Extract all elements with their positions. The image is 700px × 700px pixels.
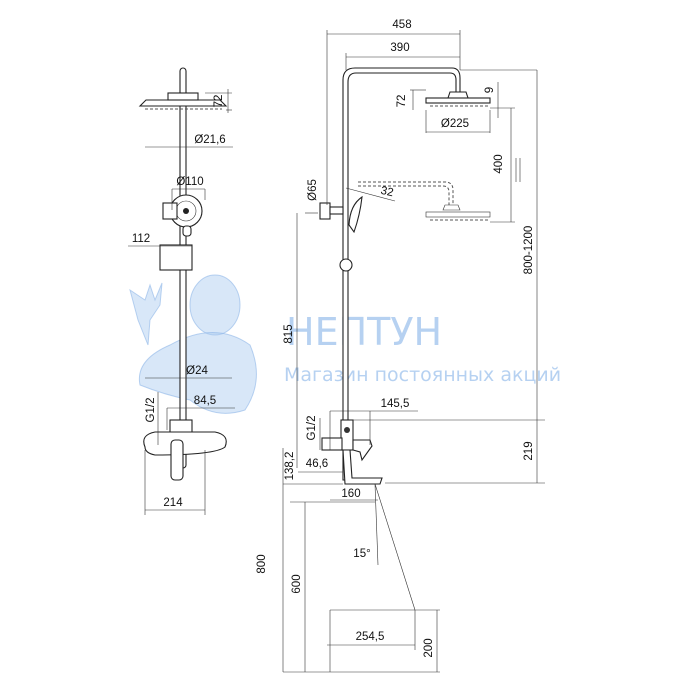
side-dim-flange-diameter: Ø65 bbox=[307, 179, 319, 201]
side-dim-spout-height: 138,2 bbox=[284, 452, 296, 481]
front-dim-holder-offset: 112 bbox=[132, 233, 150, 245]
side-dim-bath-height: 600 bbox=[291, 574, 303, 593]
front-dim-head-height: 72 bbox=[213, 95, 225, 108]
side-dim-wall-offset: 46,6 bbox=[306, 458, 328, 470]
side-dim-head-thickness: 9 bbox=[484, 87, 496, 93]
watermark-slogan: Магазин постоянных акций bbox=[284, 364, 561, 386]
front-dim-pipe-diameter: Ø21,6 bbox=[194, 134, 225, 146]
front-dim-thread: G1/2 bbox=[145, 398, 157, 423]
side-dim-head-diameter: Ø225 bbox=[441, 118, 469, 130]
front-dim-mixer-width: 214 bbox=[163, 497, 183, 509]
side-dim-stream-height: 200 bbox=[423, 638, 435, 657]
front-dim-hand-shower-diameter: Ø110 bbox=[176, 176, 203, 188]
side-dim-height-range: 800-1200 bbox=[523, 226, 535, 275]
front-dim-lower-pipe-diameter: Ø24 bbox=[186, 365, 208, 377]
watermark-brand: НЕПТУН bbox=[286, 310, 442, 354]
side-dim-overall-reach: 458 bbox=[392, 19, 411, 31]
side-view bbox=[282, 30, 545, 673]
side-dim-spout-reach: 160 bbox=[341, 488, 360, 500]
side-dim-mixer-reach: 145,5 bbox=[381, 398, 410, 410]
front-dim-mixer-offset: 84,5 bbox=[194, 395, 216, 407]
side-dim-install-height: 800 bbox=[256, 554, 268, 573]
side-dim-bath-offset: 254,5 bbox=[356, 631, 385, 643]
side-dim-thread: G1/2 bbox=[306, 416, 318, 441]
side-dim-tilt: 32 bbox=[379, 185, 394, 199]
side-dim-bracket-height: 815 bbox=[283, 324, 295, 343]
front-view bbox=[128, 67, 235, 515]
side-dim-arm-reach: 390 bbox=[390, 42, 409, 54]
side-dim-spout-angle: 15° bbox=[353, 548, 370, 560]
side-dim-head-height: 72 bbox=[396, 95, 408, 108]
side-dim-head-adjust: 400 bbox=[493, 154, 505, 173]
side-dim-mixer-to-pipe: 219 bbox=[523, 441, 535, 460]
watermark-neptune-figure bbox=[129, 274, 257, 414]
